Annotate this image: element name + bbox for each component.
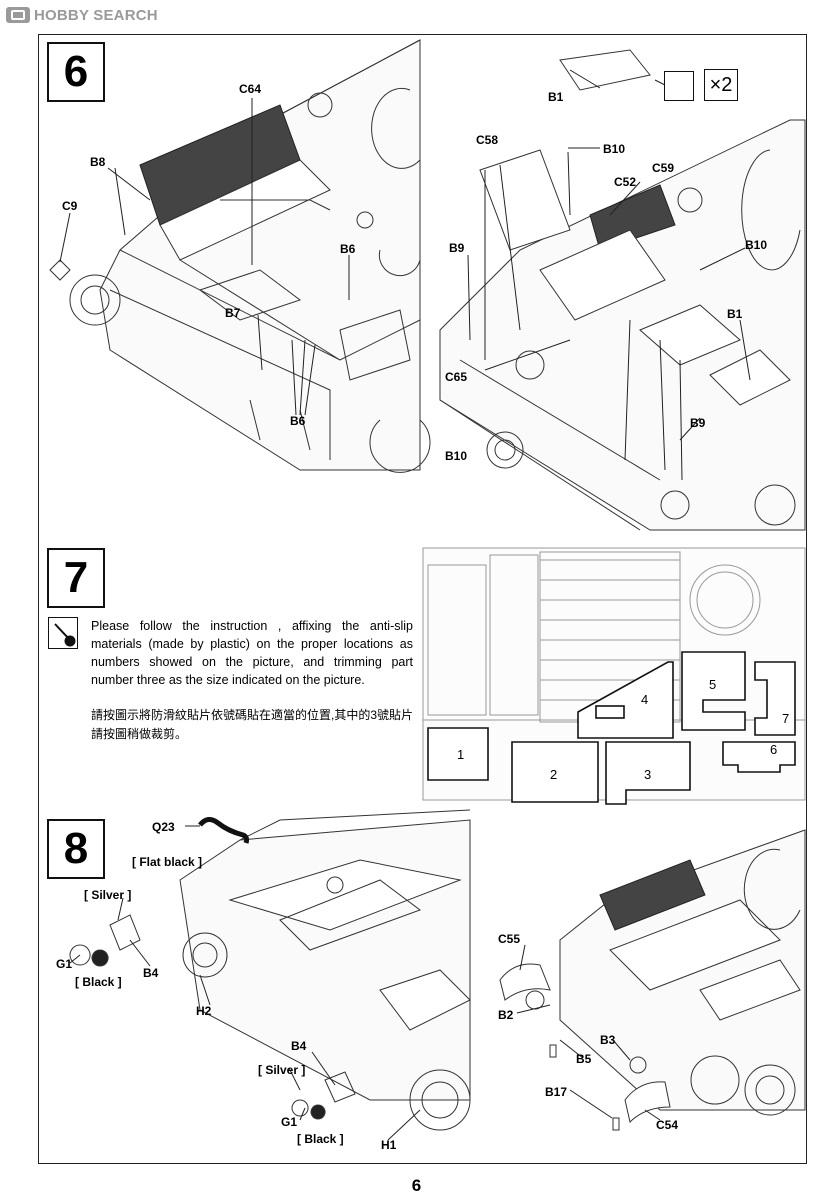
hobby-search-logo: HOBBY SEARCH	[6, 4, 158, 26]
instruction-chinese: 請按圖示將防滑紋貼片依號碼貼在適當的位置,其中的3號貼片請按圖稍做裁剪。	[91, 708, 414, 741]
paint-color-label: [ Silver ]	[258, 1063, 306, 1077]
paint-color-label: [ Black ]	[297, 1132, 344, 1146]
decal-number: 2	[550, 767, 558, 782]
page-number: 6	[411, 1176, 422, 1195]
part-label: B2	[498, 1008, 514, 1022]
part-label: B8	[90, 155, 106, 169]
part-label: G1	[281, 1115, 298, 1129]
step-6-number: 6	[47, 42, 105, 102]
part-label: H1	[381, 1138, 397, 1152]
detail-box	[664, 71, 694, 101]
part-label: C54	[656, 1118, 679, 1132]
page-frame	[38, 34, 807, 1164]
paint-color-label: [ Flat black ]	[132, 855, 203, 869]
step-7-number: 7	[47, 548, 105, 608]
step8-right-hull-drawing	[499, 829, 806, 1131]
part-label: B4	[143, 966, 159, 980]
part-label: B1	[727, 307, 743, 321]
part-label: B10	[603, 142, 626, 156]
part-label: B9	[449, 241, 465, 255]
step7-decal-outlines	[427, 651, 796, 805]
part-label: Q23	[152, 820, 175, 834]
quantity-multiplier: ×2	[704, 69, 738, 101]
part-label: B6	[290, 414, 306, 428]
decal-number: 6	[770, 742, 778, 757]
paint-color-label: [ Black ]	[75, 975, 122, 989]
part-label: B3	[600, 1033, 616, 1047]
note-icon	[48, 617, 78, 649]
part-label: C65	[445, 370, 468, 384]
part-label: B17	[545, 1085, 568, 1099]
step-8-number: 8	[47, 819, 105, 879]
instruction-english: Please follow the instruction , affixing…	[91, 619, 413, 687]
decal-number: 1	[457, 747, 465, 762]
decal-number: 4	[641, 692, 649, 707]
part-label: B9	[690, 416, 706, 430]
part-label: B4	[291, 1039, 307, 1053]
part-label: H2	[196, 1004, 212, 1018]
decal-number: 7	[782, 711, 790, 726]
decal-number: 5	[709, 677, 717, 692]
decal-number: 3	[644, 767, 652, 782]
part-label: B10	[745, 238, 768, 252]
part-label: B1	[548, 90, 564, 104]
part-label: C9	[62, 199, 78, 213]
step8-left-hull-drawing	[69, 809, 471, 1131]
part-label: C64	[239, 82, 262, 96]
part-label: G1	[56, 957, 73, 971]
step6-left-hull-drawing	[49, 39, 431, 473]
logo-text: HOBBY SEARCH	[34, 6, 158, 24]
part-label: C52	[614, 175, 637, 189]
part-label: C59	[652, 161, 675, 175]
part-label: C55	[498, 932, 521, 946]
part-label: C58	[476, 133, 499, 147]
paint-color-label: [ Silver ]	[84, 888, 132, 902]
part-label: B5	[576, 1052, 592, 1066]
camera-icon	[6, 7, 30, 23]
step6-right-hull-drawing	[439, 49, 806, 531]
part-label: B6	[340, 242, 356, 256]
part-label: B7	[225, 306, 241, 320]
part-label: B10	[445, 449, 468, 463]
